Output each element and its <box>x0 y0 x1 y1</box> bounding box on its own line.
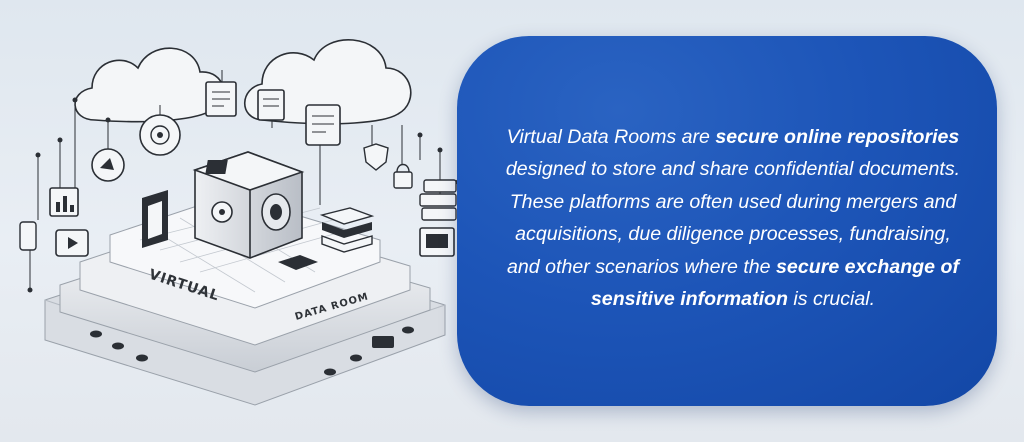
book-stack-icon <box>319 207 375 253</box>
platform <box>44 194 446 406</box>
cloud-icon <box>244 39 412 125</box>
shield-icon <box>363 143 389 171</box>
description-segment: Virtual Data Rooms are <box>506 125 716 148</box>
description-text: Virtual Data Rooms are secure online rep… <box>498 121 968 316</box>
safe-icon <box>192 151 305 259</box>
description-panel: Virtual Data Rooms are secure online rep… <box>457 36 997 406</box>
chart-icon <box>49 187 79 217</box>
description-segment: designed to store and share confidential… <box>505 158 961 278</box>
play-icon <box>55 229 89 257</box>
file-icon <box>305 104 341 146</box>
cloud-icon <box>74 47 225 123</box>
document-icon <box>257 89 285 121</box>
tablet-icon <box>142 190 168 248</box>
description-segment: is crucial. <box>787 288 876 310</box>
folder-stack-icon <box>419 179 457 221</box>
base-buttons <box>90 326 414 376</box>
gauge-icon <box>91 148 125 182</box>
gear-icon <box>139 114 181 156</box>
chip-icon <box>278 255 318 270</box>
description-emphasis: secure exchange of sensitive information <box>590 255 959 311</box>
monitor-icon <box>419 227 455 257</box>
data-room-illustration: VIRTUAL DATA ROOM <box>0 0 470 442</box>
phone-icon <box>19 221 37 251</box>
lock-icon <box>393 163 413 189</box>
description-emphasis: secure online repositories <box>715 125 960 148</box>
document-icon <box>205 81 237 117</box>
